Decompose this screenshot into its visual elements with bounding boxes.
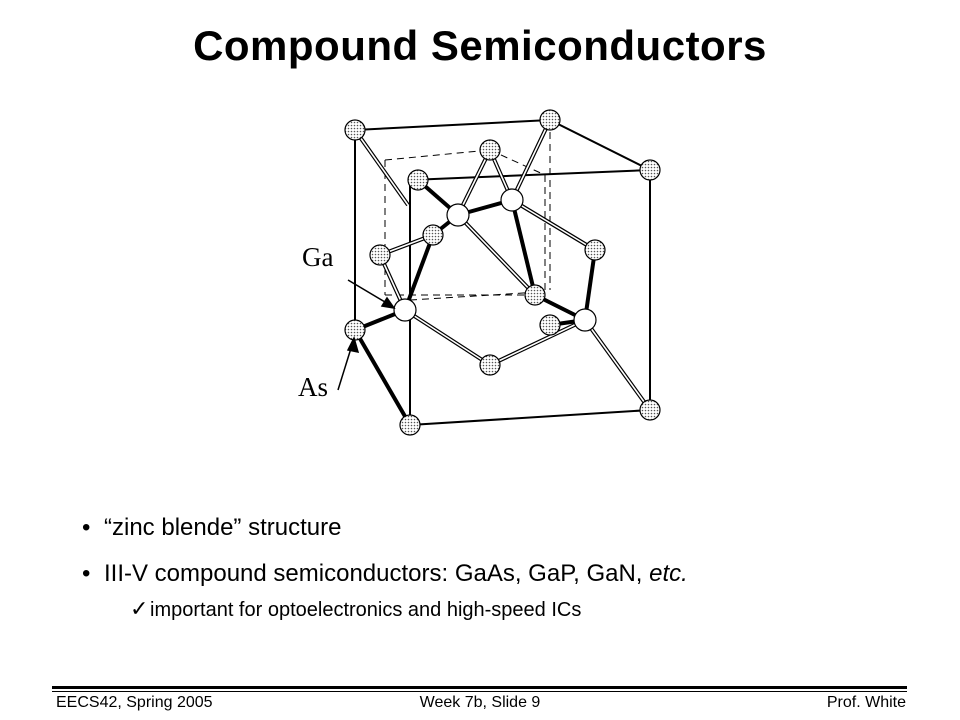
footer-course: EECS42, Spring 2005 — [56, 694, 213, 711]
bullet-item: • “zinc blende” structure — [82, 510, 688, 556]
bullet-item: • III-V compound semiconductors: GaAs, G… — [82, 556, 688, 602]
footer-divider-thin — [52, 691, 907, 692]
bullet-list: • “zinc blende” structure • III-V compou… — [82, 510, 688, 623]
bullet-text: III-V compound semiconductors: GaAs, GaP… — [104, 560, 650, 587]
bullet-marker: • — [82, 560, 91, 587]
bullet-marker: • — [82, 514, 91, 541]
bonds — [353, 119, 652, 427]
crystal-structure-diagram: Ga As — [290, 100, 690, 460]
footer-author: Prof. White — [826, 694, 906, 711]
footer-divider — [52, 686, 907, 689]
check-icon: ✓ — [130, 596, 149, 621]
bullet-text-italic: etc. — [649, 560, 688, 587]
sub-bullet-text: important for optoelectronics and high-s… — [150, 599, 582, 621]
ga-atoms — [393, 188, 597, 332]
hidden-edges — [384, 120, 551, 301]
as-label: As — [298, 372, 329, 402]
ga-label: Ga — [302, 242, 334, 272]
footer-slide-number: Week 7b, Slide 9 — [419, 694, 541, 711]
slide-title: Compound Semiconductors — [193, 22, 767, 69]
bullet-text: “zinc blende” structure — [104, 514, 342, 541]
label-arrows — [337, 279, 396, 391]
as-atoms — [344, 109, 661, 436]
sub-bullet-item: ✓important for optoelectronics and high-… — [130, 596, 736, 623]
cube-edges — [354, 119, 651, 426]
zinc-blende-lattice — [337, 109, 661, 436]
